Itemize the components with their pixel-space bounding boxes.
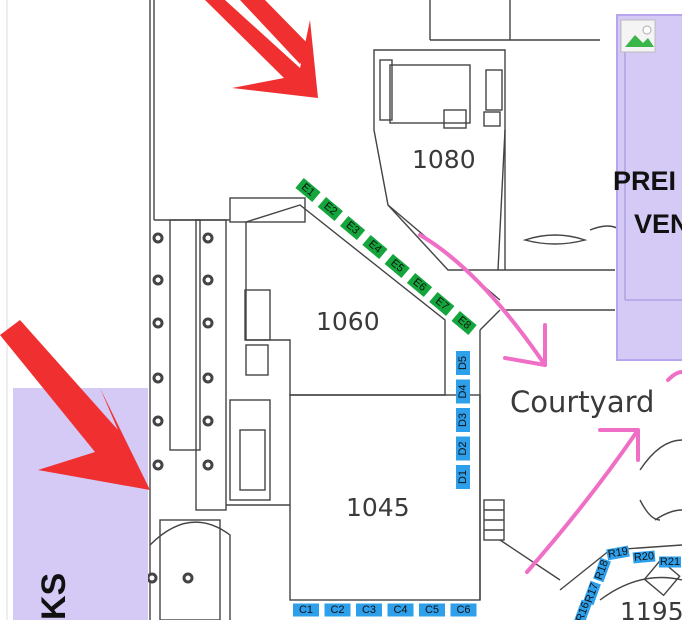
parking-spot-label: C2 — [330, 604, 344, 616]
parking-spot-label: D2 — [457, 441, 469, 455]
parking-spot-c1[interactable]: C1 — [293, 603, 319, 617]
parking-spot-label: C4 — [393, 604, 407, 616]
parking-spot-e5[interactable]: E5 — [384, 253, 410, 279]
parking-spot-d5[interactable]: D5 — [456, 351, 470, 375]
parking-spot-label: C5 — [425, 604, 439, 616]
parking-spot-d2[interactable]: D2 — [456, 436, 470, 461]
parking-spot-e4[interactable]: E4 — [362, 234, 388, 260]
parking-spot-r17[interactable]: R17 — [583, 580, 602, 606]
parking-spot-r19[interactable]: R19 — [606, 545, 630, 561]
pink-arrow-1 — [418, 233, 547, 367]
parking-spot-c2[interactable]: C2 — [324, 603, 351, 617]
parking-spot-label: R19 — [607, 545, 629, 560]
venue-left-label: KS — [35, 573, 73, 620]
parking-spot-label: R16 — [574, 600, 592, 620]
venue-overlay-left[interactable]: KS — [13, 388, 148, 620]
room-label-1080: 1080 — [412, 145, 476, 174]
parking-spot-e8[interactable]: E8 — [451, 310, 477, 336]
parking-spot-e2[interactable]: E2 — [317, 196, 343, 222]
parking-spot-label: R20 — [633, 550, 654, 564]
parking-spot-c5[interactable]: C5 — [419, 603, 445, 617]
venue-label-line2: VEN — [634, 209, 682, 239]
parking-spot-label: D3 — [457, 413, 469, 427]
parking-spot-c6[interactable]: C6 — [450, 603, 477, 617]
parking-spot-r21[interactable]: R21 — [659, 556, 681, 568]
venue-label-line1: PREI — [613, 166, 676, 196]
parking-spot-label: C3 — [362, 604, 376, 616]
parking-spot-r16[interactable]: R16 — [574, 599, 593, 620]
room-label-1045: 1045 — [346, 493, 410, 522]
pink-arrow-3 — [666, 370, 682, 382]
red-arrow-left — [0, 320, 150, 490]
parking-spot-label: C1 — [299, 604, 313, 616]
parking-spot-label: R17 — [583, 581, 601, 604]
parking-spot-c4[interactable]: C4 — [387, 603, 414, 617]
parking-spot-label: R21 — [660, 556, 680, 568]
floor-plan-walls — [149, 0, 682, 620]
parking-spot-e7[interactable]: E7 — [429, 291, 455, 317]
courtyard-label: Courtyard — [510, 385, 654, 419]
parking-spot-d3[interactable]: D3 — [456, 408, 470, 432]
room-label-1060: 1060 — [316, 307, 380, 336]
parking-spot-e6[interactable]: E6 — [406, 272, 433, 298]
structural-columns — [146, 232, 214, 584]
parking-spot-d4[interactable]: D4 — [456, 379, 470, 404]
venue-overlay-right[interactable]: PREI VEN — [613, 14, 682, 361]
room-label-1195: 1195 — [620, 597, 682, 620]
pink-arrow-2 — [525, 428, 640, 574]
parking-spot-label: C6 — [456, 604, 470, 616]
red-arrow-top — [205, 0, 318, 98]
parking-spot-e1[interactable]: E1 — [295, 177, 321, 203]
parking-spot-c3[interactable]: C3 — [356, 603, 382, 617]
parking-spot-label: D1 — [457, 470, 469, 484]
broken-image-icon — [620, 19, 656, 53]
parking-spot-label: D5 — [457, 356, 469, 370]
parking-spot-label: D4 — [457, 384, 469, 398]
parking-spot-r20[interactable]: R20 — [632, 550, 656, 564]
parking-spot-e3[interactable]: E3 — [339, 215, 366, 241]
parking-spot-d1[interactable]: D1 — [456, 465, 470, 489]
